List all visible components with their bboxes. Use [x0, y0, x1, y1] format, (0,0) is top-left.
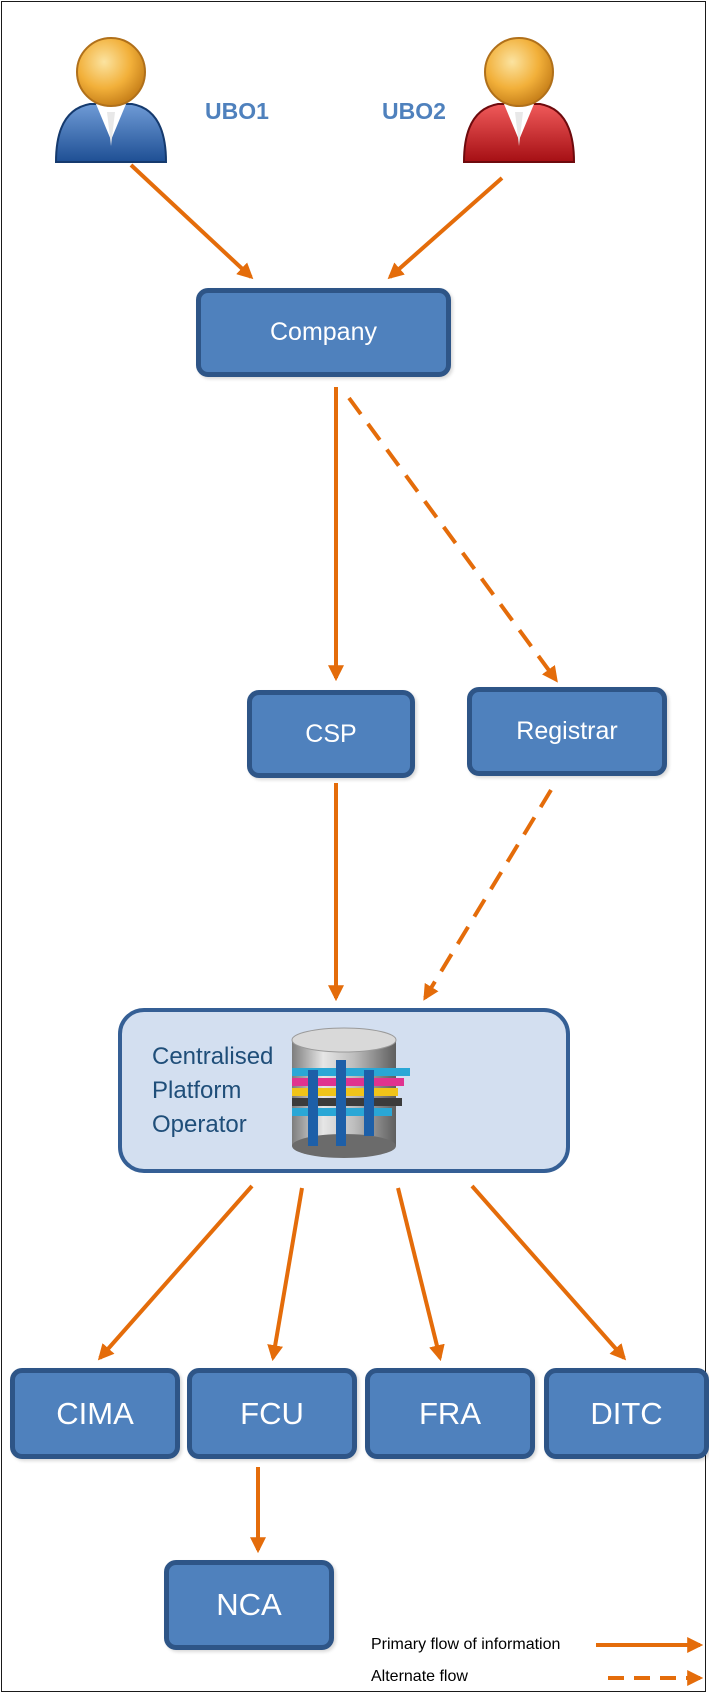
fcu-label: FCU [240, 1395, 304, 1431]
platform-label-line-3: Operator [152, 1111, 247, 1138]
ditc-node: DITC [544, 1368, 709, 1459]
nca-label: NCA [216, 1587, 282, 1622]
centralised-platform-operator-node: Centralised Platform Operator [118, 1008, 570, 1173]
person-red-icon [462, 37, 576, 163]
legend-primary-label: Primary flow of information [371, 1636, 561, 1653]
registrar-label: Registrar [516, 717, 618, 745]
ubo2-label: UBO2 [382, 98, 446, 124]
nca-node: NCA [164, 1560, 334, 1650]
fcu-node: FCU [187, 1368, 357, 1459]
platform-label-line-1: Centralised [152, 1043, 274, 1070]
fra-label: FRA [419, 1395, 481, 1431]
arrow-company-registrar [347, 396, 558, 683]
arrow-ubo1-company [129, 163, 254, 280]
cima-node: CIMA [10, 1368, 180, 1459]
ubo1-label: UBO1 [205, 98, 269, 124]
company-node: Company [196, 288, 451, 377]
database-icon [291, 1027, 410, 1158]
arrow-platform-fcu [267, 1187, 304, 1362]
arrow-platform-ditc [470, 1184, 627, 1361]
person-blue-icon [54, 37, 168, 163]
company-label: Company [270, 318, 377, 346]
platform-label: Centralised Platform Operator [152, 1040, 273, 1142]
fra-node: FRA [365, 1368, 535, 1459]
arrow-ubo2-company [387, 176, 504, 280]
arrow-platform-cima [97, 1184, 254, 1361]
legend-alternate-label: Alternate flow [371, 1668, 468, 1685]
arrow-platform-fra [396, 1187, 445, 1362]
platform-label-line-2: Platform [152, 1077, 242, 1104]
ditc-label: DITC [590, 1395, 663, 1431]
cima-label: CIMA [56, 1395, 134, 1431]
csp-label: CSP [305, 719, 357, 748]
registrar-node: Registrar [467, 687, 667, 776]
csp-node: CSP [247, 690, 415, 778]
arrow-registrar-platform [423, 788, 553, 1001]
